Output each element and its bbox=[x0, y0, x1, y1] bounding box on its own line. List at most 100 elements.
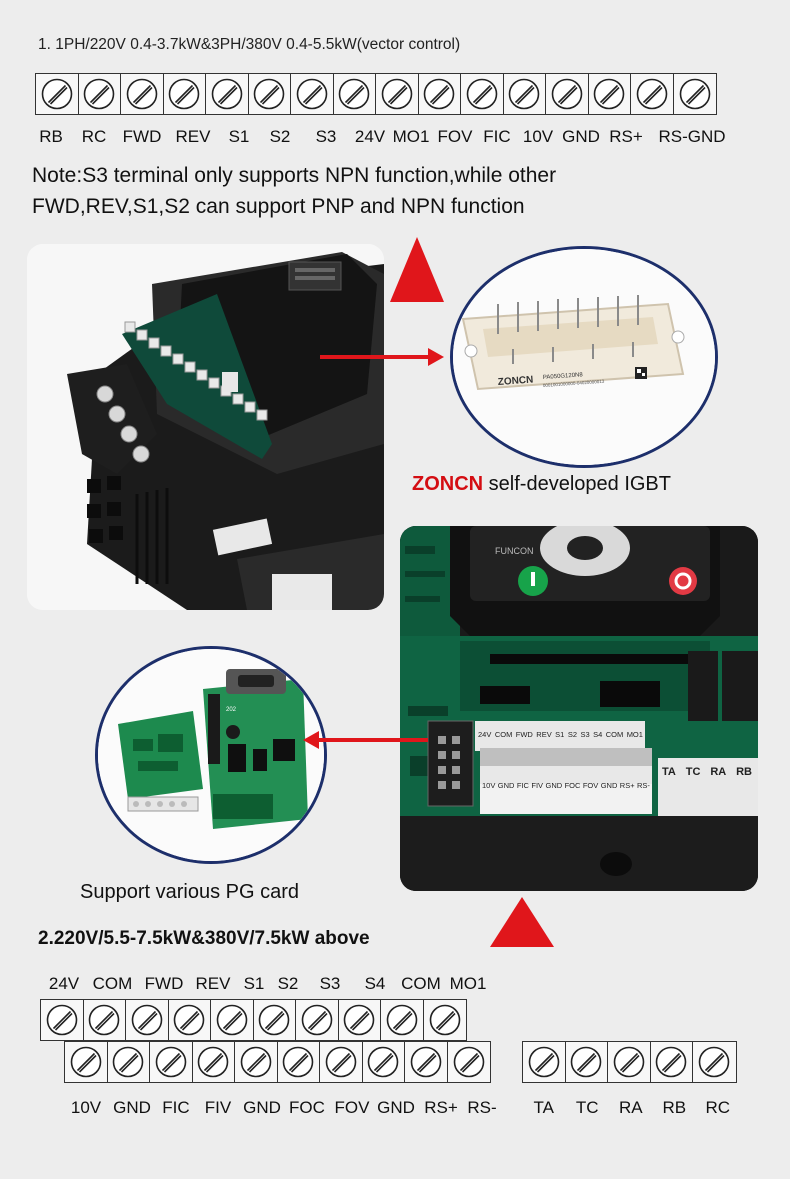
section2-bottom-label: RS+ bbox=[424, 1098, 458, 1117]
board-row2-label: 10V bbox=[482, 781, 496, 790]
board-row2-label: GND bbox=[497, 781, 515, 790]
section1-terminal-label: FOV bbox=[437, 127, 473, 146]
section2-top-label: REV bbox=[195, 974, 231, 993]
screw-icon bbox=[82, 77, 116, 111]
section2-top-screw-terminal bbox=[211, 1000, 254, 1040]
section2-relay-screw-terminal bbox=[608, 1042, 651, 1082]
screw-icon bbox=[592, 77, 626, 111]
screw-icon bbox=[130, 1003, 164, 1037]
board-row2-label: FOV bbox=[582, 781, 599, 790]
section2-top-screw-terminal bbox=[126, 1000, 169, 1040]
section1-screw-terminal bbox=[631, 74, 674, 114]
board-row2-label: RS- bbox=[637, 781, 650, 790]
s3-note: Note:S3 terminal only supports NPN funct… bbox=[32, 160, 732, 222]
section2-top-label: MO1 bbox=[449, 974, 487, 993]
screw-icon bbox=[210, 77, 244, 111]
terminal-strip-relay bbox=[522, 1041, 737, 1083]
board-row1-label: S4 bbox=[593, 730, 603, 739]
red-triangle-bottom bbox=[490, 897, 554, 947]
section1-screw-terminal bbox=[164, 74, 206, 114]
section1-screw-terminal bbox=[376, 74, 419, 114]
section2-top-screw-terminal bbox=[381, 1000, 424, 1040]
board-row2-label: FIV bbox=[531, 781, 544, 790]
terminal-strip-bottom bbox=[64, 1041, 491, 1083]
section1-screw-terminal bbox=[291, 74, 334, 114]
section1-terminal-label: S3 bbox=[315, 127, 337, 146]
section1-terminal-label: 24V bbox=[354, 127, 386, 146]
screw-icon bbox=[428, 1003, 462, 1037]
pg-card-caption: Support various PG card bbox=[80, 881, 299, 903]
caption-text: self-developed IGBT bbox=[488, 473, 671, 495]
section2-relay-label: RB bbox=[662, 1098, 687, 1117]
screw-icon bbox=[215, 1003, 249, 1037]
pg-card-circle: 202 bbox=[95, 646, 327, 864]
section2-bottom-label: 10V bbox=[70, 1098, 102, 1117]
board-relay-label: RB bbox=[736, 766, 752, 778]
screw-icon bbox=[678, 77, 712, 111]
section1-screw-terminal bbox=[419, 74, 461, 114]
section2-bottom-label: FIC bbox=[162, 1098, 190, 1117]
section1-terminal-label: GND bbox=[562, 127, 600, 146]
section2-bottom-screw-terminal bbox=[108, 1042, 150, 1082]
screw-icon bbox=[69, 1045, 103, 1079]
arrow-to-igbt bbox=[320, 355, 430, 359]
terminal-strip-top bbox=[40, 999, 467, 1041]
section2-relay-label: RA bbox=[618, 1098, 643, 1117]
section1-terminal-label: FIC bbox=[483, 127, 511, 146]
section2-top-label: S3 bbox=[319, 974, 341, 993]
section2-top-screw-terminal bbox=[339, 1000, 381, 1040]
section1-screw-terminal bbox=[504, 74, 546, 114]
section1-screw-terminal bbox=[674, 74, 717, 114]
section1-terminal-label: 10V bbox=[522, 127, 554, 146]
section2-heading: 2.220V/5.5-7.5kW&380V/7.5kW above bbox=[38, 928, 370, 949]
section1-terminal-label: FWD bbox=[122, 127, 162, 146]
screw-icon bbox=[527, 1045, 561, 1079]
screw-icon bbox=[239, 1045, 273, 1079]
note-line-2: FWD,REV,S1,S2 can support PNP and NPN fu… bbox=[32, 195, 525, 218]
section2-bottom-label: GND bbox=[113, 1098, 151, 1117]
board-row1-label: S2 bbox=[567, 730, 577, 739]
board-row1-label: 24V bbox=[478, 730, 492, 739]
board-row1-label: S1 bbox=[555, 730, 565, 739]
section2-top-label: COM bbox=[92, 974, 133, 993]
section2-bottom-screw-terminal bbox=[405, 1042, 448, 1082]
terminal-strip-1 bbox=[35, 73, 717, 115]
screw-icon bbox=[154, 1045, 188, 1079]
section1-screw-terminal bbox=[206, 74, 249, 114]
section2-top-screw-terminal bbox=[169, 1000, 211, 1040]
section2-relay-screw-terminal bbox=[566, 1042, 608, 1082]
screw-icon bbox=[252, 77, 286, 111]
screw-icon bbox=[569, 1045, 603, 1079]
screw-icon bbox=[612, 1045, 646, 1079]
section2-bottom-label: GND bbox=[243, 1098, 281, 1117]
section2-relay-screw-terminal bbox=[523, 1042, 566, 1082]
board-row2-label: GND bbox=[600, 781, 618, 790]
igbt-caption: ZONCN self-developed IGBT bbox=[412, 473, 671, 496]
section2-top-screw-terminal bbox=[41, 1000, 84, 1040]
section2-top-label: S2 bbox=[277, 974, 299, 993]
note-line-1: Note:S3 terminal only supports NPN funct… bbox=[32, 164, 557, 187]
section2-bottom-screw-terminal bbox=[65, 1042, 108, 1082]
chip-model: PA050G120N8 bbox=[543, 372, 584, 381]
section1-terminal-label: RB bbox=[39, 127, 63, 146]
screw-icon bbox=[300, 1003, 334, 1037]
chip-brand: ZONCN bbox=[497, 375, 533, 388]
section2-top-label: COM bbox=[401, 974, 441, 993]
section2-top-label: 24V bbox=[48, 974, 80, 993]
section2-bottom-screw-terminal bbox=[193, 1042, 235, 1082]
screw-icon bbox=[342, 1003, 376, 1037]
section1-terminal-label: RS-GND bbox=[658, 127, 726, 146]
section2-top-label: S4 bbox=[364, 974, 386, 993]
section2-top-label: S1 bbox=[243, 974, 265, 993]
board-row1-label: FWD bbox=[515, 730, 533, 739]
arrow-to-igbt-head bbox=[428, 348, 444, 366]
screw-icon bbox=[409, 1045, 443, 1079]
screw-icon bbox=[635, 77, 669, 111]
section1-screw-terminal bbox=[546, 74, 589, 114]
arrow-to-pg-head bbox=[303, 731, 319, 749]
